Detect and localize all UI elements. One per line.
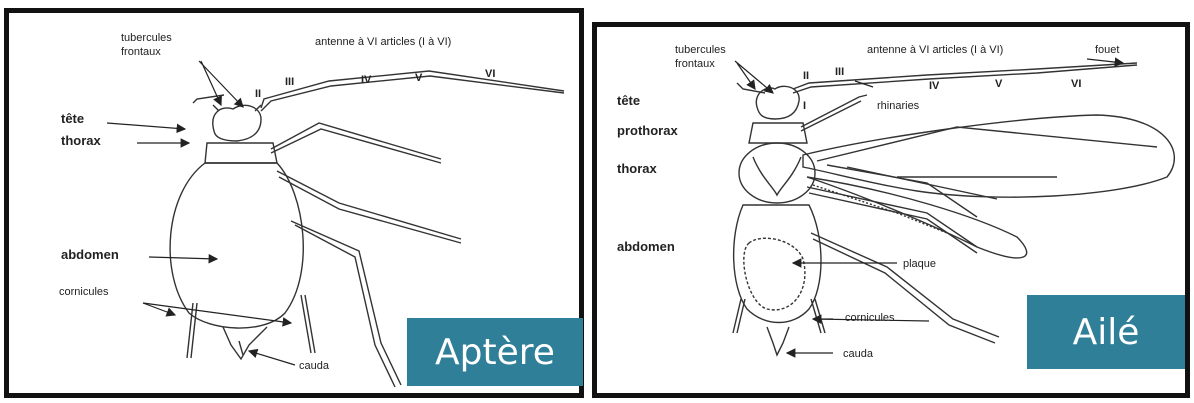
antenna-segment-vi: VI: [485, 68, 495, 80]
tubercules-label-line1: tubercules: [675, 44, 726, 56]
antenna-segment-v: V: [995, 78, 1003, 90]
antenna-segment-i: I: [803, 100, 806, 112]
cauda-label: cauda: [299, 360, 330, 372]
cauda-label: cauda: [843, 348, 874, 360]
fouet-label: fouet: [1095, 44, 1119, 56]
tubercules-label-line2: frontaux: [675, 58, 715, 70]
winged-tag: Ailé: [1027, 295, 1185, 369]
antenna-segment-iii: III: [285, 76, 294, 88]
antenna-segment-iv: IV: [361, 74, 372, 86]
antenna-title: antenne à VI articles (I à VI): [867, 44, 1003, 56]
antenna-segment-vi: VI: [1071, 78, 1081, 90]
antenna-title: antenne à VI articles (I à VI): [315, 36, 451, 48]
abdomen-label: abdomen: [61, 247, 119, 262]
tete-label: tête: [61, 111, 84, 126]
winged-diagram-panel: tubercules frontaux antenne à VI article…: [592, 22, 1190, 398]
tubercules-label-line1: tubercules: [121, 32, 172, 44]
thorax-label: thorax: [61, 133, 102, 148]
cornicules-label: cornicules: [845, 312, 895, 324]
plaque-label: plaque: [903, 258, 936, 270]
antenna-segment-ii: II: [255, 88, 261, 100]
tete-label: tête: [617, 93, 640, 108]
apterous-tag: Aptère: [407, 318, 583, 386]
cornicules-label: cornicules: [59, 286, 109, 298]
antenna-segment-iii: III: [835, 66, 844, 78]
thorax-label: thorax: [617, 161, 658, 176]
antenna-segment-ii: II: [803, 70, 809, 82]
abdomen-label: abdomen: [617, 239, 675, 254]
rhinaries-label: rhinaries: [877, 100, 920, 112]
apterous-diagram-panel: tubercules frontaux antenne à VI article…: [4, 8, 584, 398]
antenna-segment-iv: IV: [929, 80, 940, 92]
prothorax-label: prothorax: [617, 123, 678, 138]
tubercules-label-line2: frontaux: [121, 46, 161, 58]
antenna-segment-v: V: [415, 72, 423, 84]
